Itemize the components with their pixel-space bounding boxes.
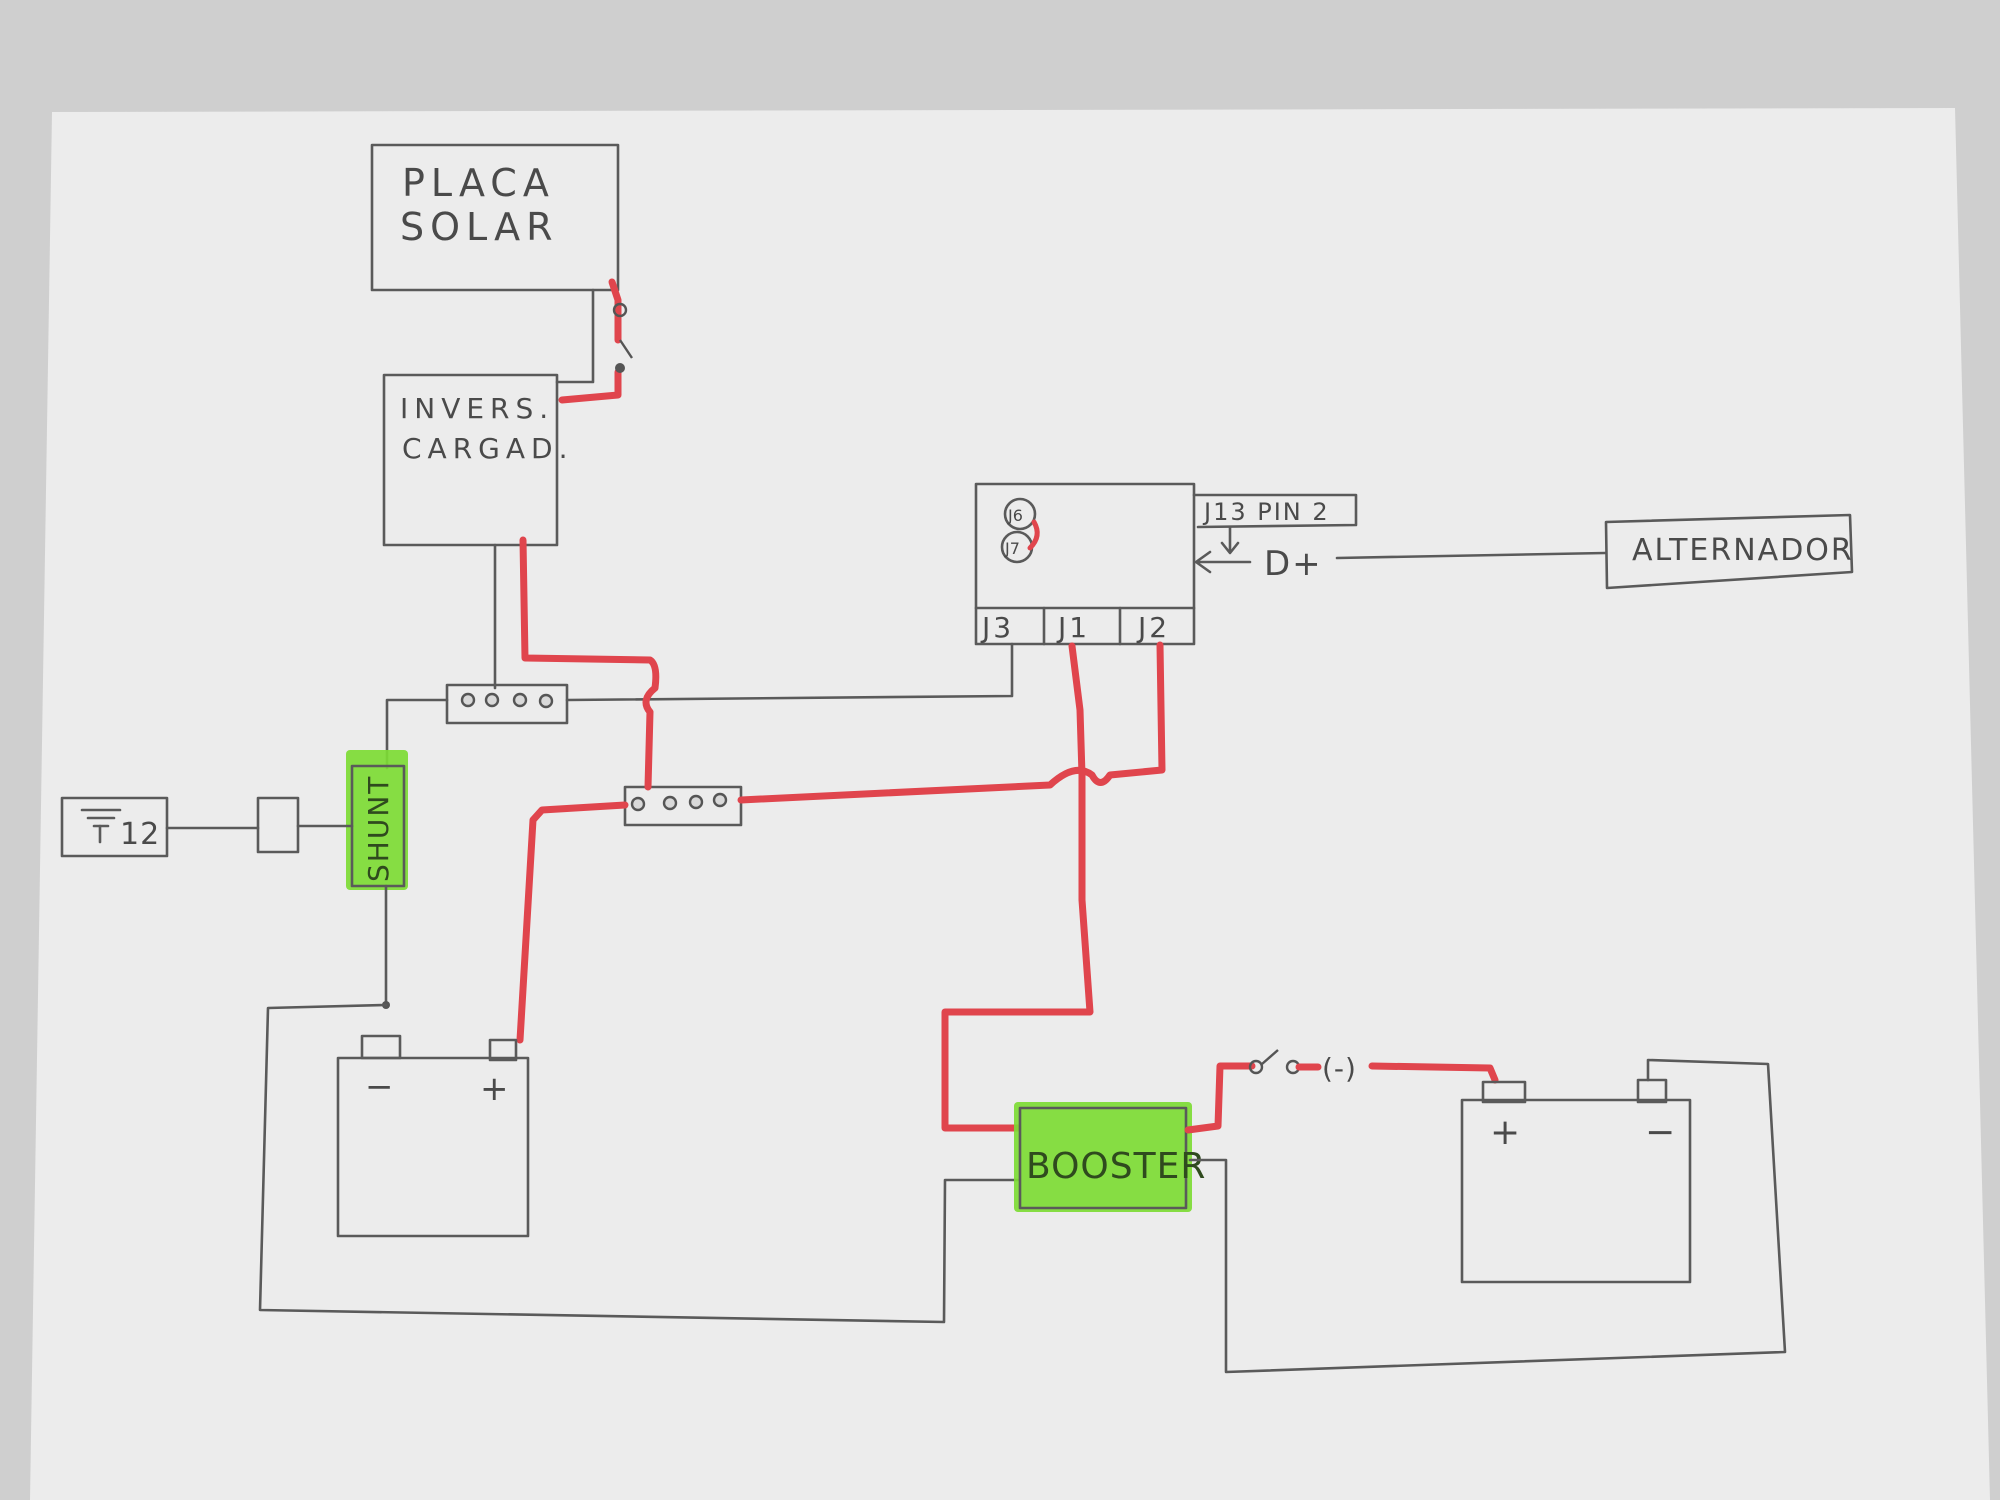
booster-label: BOOSTER [1026,1146,1206,1187]
inverter-label-1: INVERS. [400,392,554,425]
booster-to-battery2-positive [1184,1062,1256,1134]
j6-j7-jumper [1027,519,1040,551]
alternator-d-plus-wire [1335,551,1607,560]
controller-j1-label: J1 [1056,611,1090,644]
display-label: 12 [120,817,160,852]
solar-panel-label-2: SOLAR [400,205,558,249]
inverter-label-2: CARGAD. [402,432,573,465]
controller-j3-label: J3 [980,611,1014,644]
battery1-ground-loop [258,1003,1020,1324]
solar-panel-box: PLACA SOLAR [370,143,620,292]
solar-positive-wire-2 [558,368,622,404]
controller-j7-label: J7 [1004,539,1020,558]
battery2-plus-label: + [1490,1112,1526,1153]
controller-j1-to-booster [941,642,1094,1132]
positive-bus-to-controller-j2 [737,641,1166,804]
inverter-positive-wire [519,536,660,791]
inverter-charger-box: INVERS. CARGAD. [382,373,573,547]
negative-bus-to-shunt [385,698,449,770]
shunt-label: SHUNT [362,775,395,882]
booster-component: BOOSTER [1014,1102,1206,1212]
battery2-ground-loop [1188,1058,1787,1374]
battery2-minus-label: − [1645,1112,1681,1153]
battery1-plus-label: + [480,1069,515,1109]
display-screen-icon [80,808,122,844]
negative-bus-bar [445,683,569,725]
solar-positive-wire [608,278,622,344]
switch-mark-label: (-) [1322,1052,1357,1085]
negative-bus-to-controller-j3 [565,642,1014,702]
solar-panel-label-1: PLACA [402,161,555,205]
d-plus-label: D+ [1264,544,1323,584]
solar-breaker-switch-icon [612,302,633,373]
controller-box: J6 J7 J3 J1 J2 [974,482,1196,646]
d-plus-arrow [1194,550,1252,574]
controller-j6-label: J6 [1007,506,1023,525]
battery1-minus-label: − [365,1067,400,1107]
shunt-component: SHUNT [346,750,408,890]
alternator-box: ALTERNADOR [1604,513,1854,590]
j13-pin2-label: J13 PIN 2 [1202,498,1330,526]
switch-to-battery2-wire [1295,1062,1499,1084]
positive-bus-to-battery1 [516,801,629,1044]
solar-negative-wire [555,288,595,384]
starter-battery: + − [1460,1078,1692,1284]
house-battery: − + [336,1034,530,1238]
alternator-label: ALTERNADOR [1632,533,1854,568]
paper-sheet [30,108,1990,1500]
j13-pin2-label-box: J13 PIN 2 [1192,493,1358,555]
controller-j2-label: J2 [1136,611,1170,644]
